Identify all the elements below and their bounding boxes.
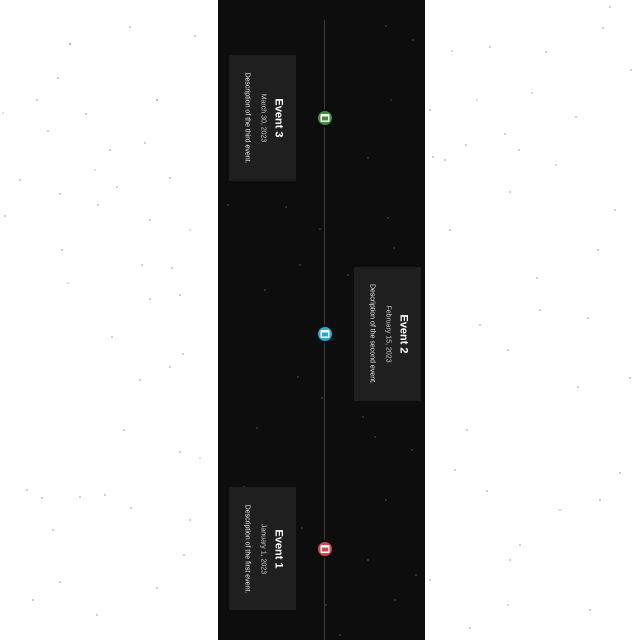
event-card-1-content: Event 1 January 1, 2023 Description of t… <box>229 487 296 610</box>
event-marker-2[interactable] <box>316 325 334 343</box>
event-card-2[interactable]: Event 2 February 15, 2023 Description of… <box>354 267 421 401</box>
panel-star-field <box>227 25 417 636</box>
calendar-icon <box>320 545 330 553</box>
event-title: Event 2 <box>397 314 409 354</box>
calendar-icon <box>320 114 330 122</box>
calendar-icon <box>320 330 330 338</box>
event-card-2-content: Event 2 February 15, 2023 Description of… <box>354 267 421 401</box>
event-description: Description of the first event. <box>243 504 250 593</box>
event-marker-1[interactable] <box>316 540 334 558</box>
event-date: March 30, 2023 <box>259 93 266 143</box>
event-card-1[interactable]: Event 1 January 1, 2023 Description of t… <box>229 487 296 610</box>
event-description: Description of the second event. <box>368 283 375 384</box>
event-card-3-content: Event 3 March 30, 2023 Description of th… <box>229 55 296 181</box>
event-date: February 15, 2023 <box>384 305 391 363</box>
event-marker-3[interactable] <box>316 109 334 127</box>
timeline-panel: Event 3 March 30, 2023 Description of th… <box>218 0 425 640</box>
event-title: Event 1 <box>272 528 284 569</box>
event-description: Description of the third event. <box>243 72 250 164</box>
event-title: Event 3 <box>272 98 284 138</box>
event-date: January 1, 2023 <box>259 523 266 574</box>
event-card-3[interactable]: Event 3 March 30, 2023 Description of th… <box>229 55 296 181</box>
